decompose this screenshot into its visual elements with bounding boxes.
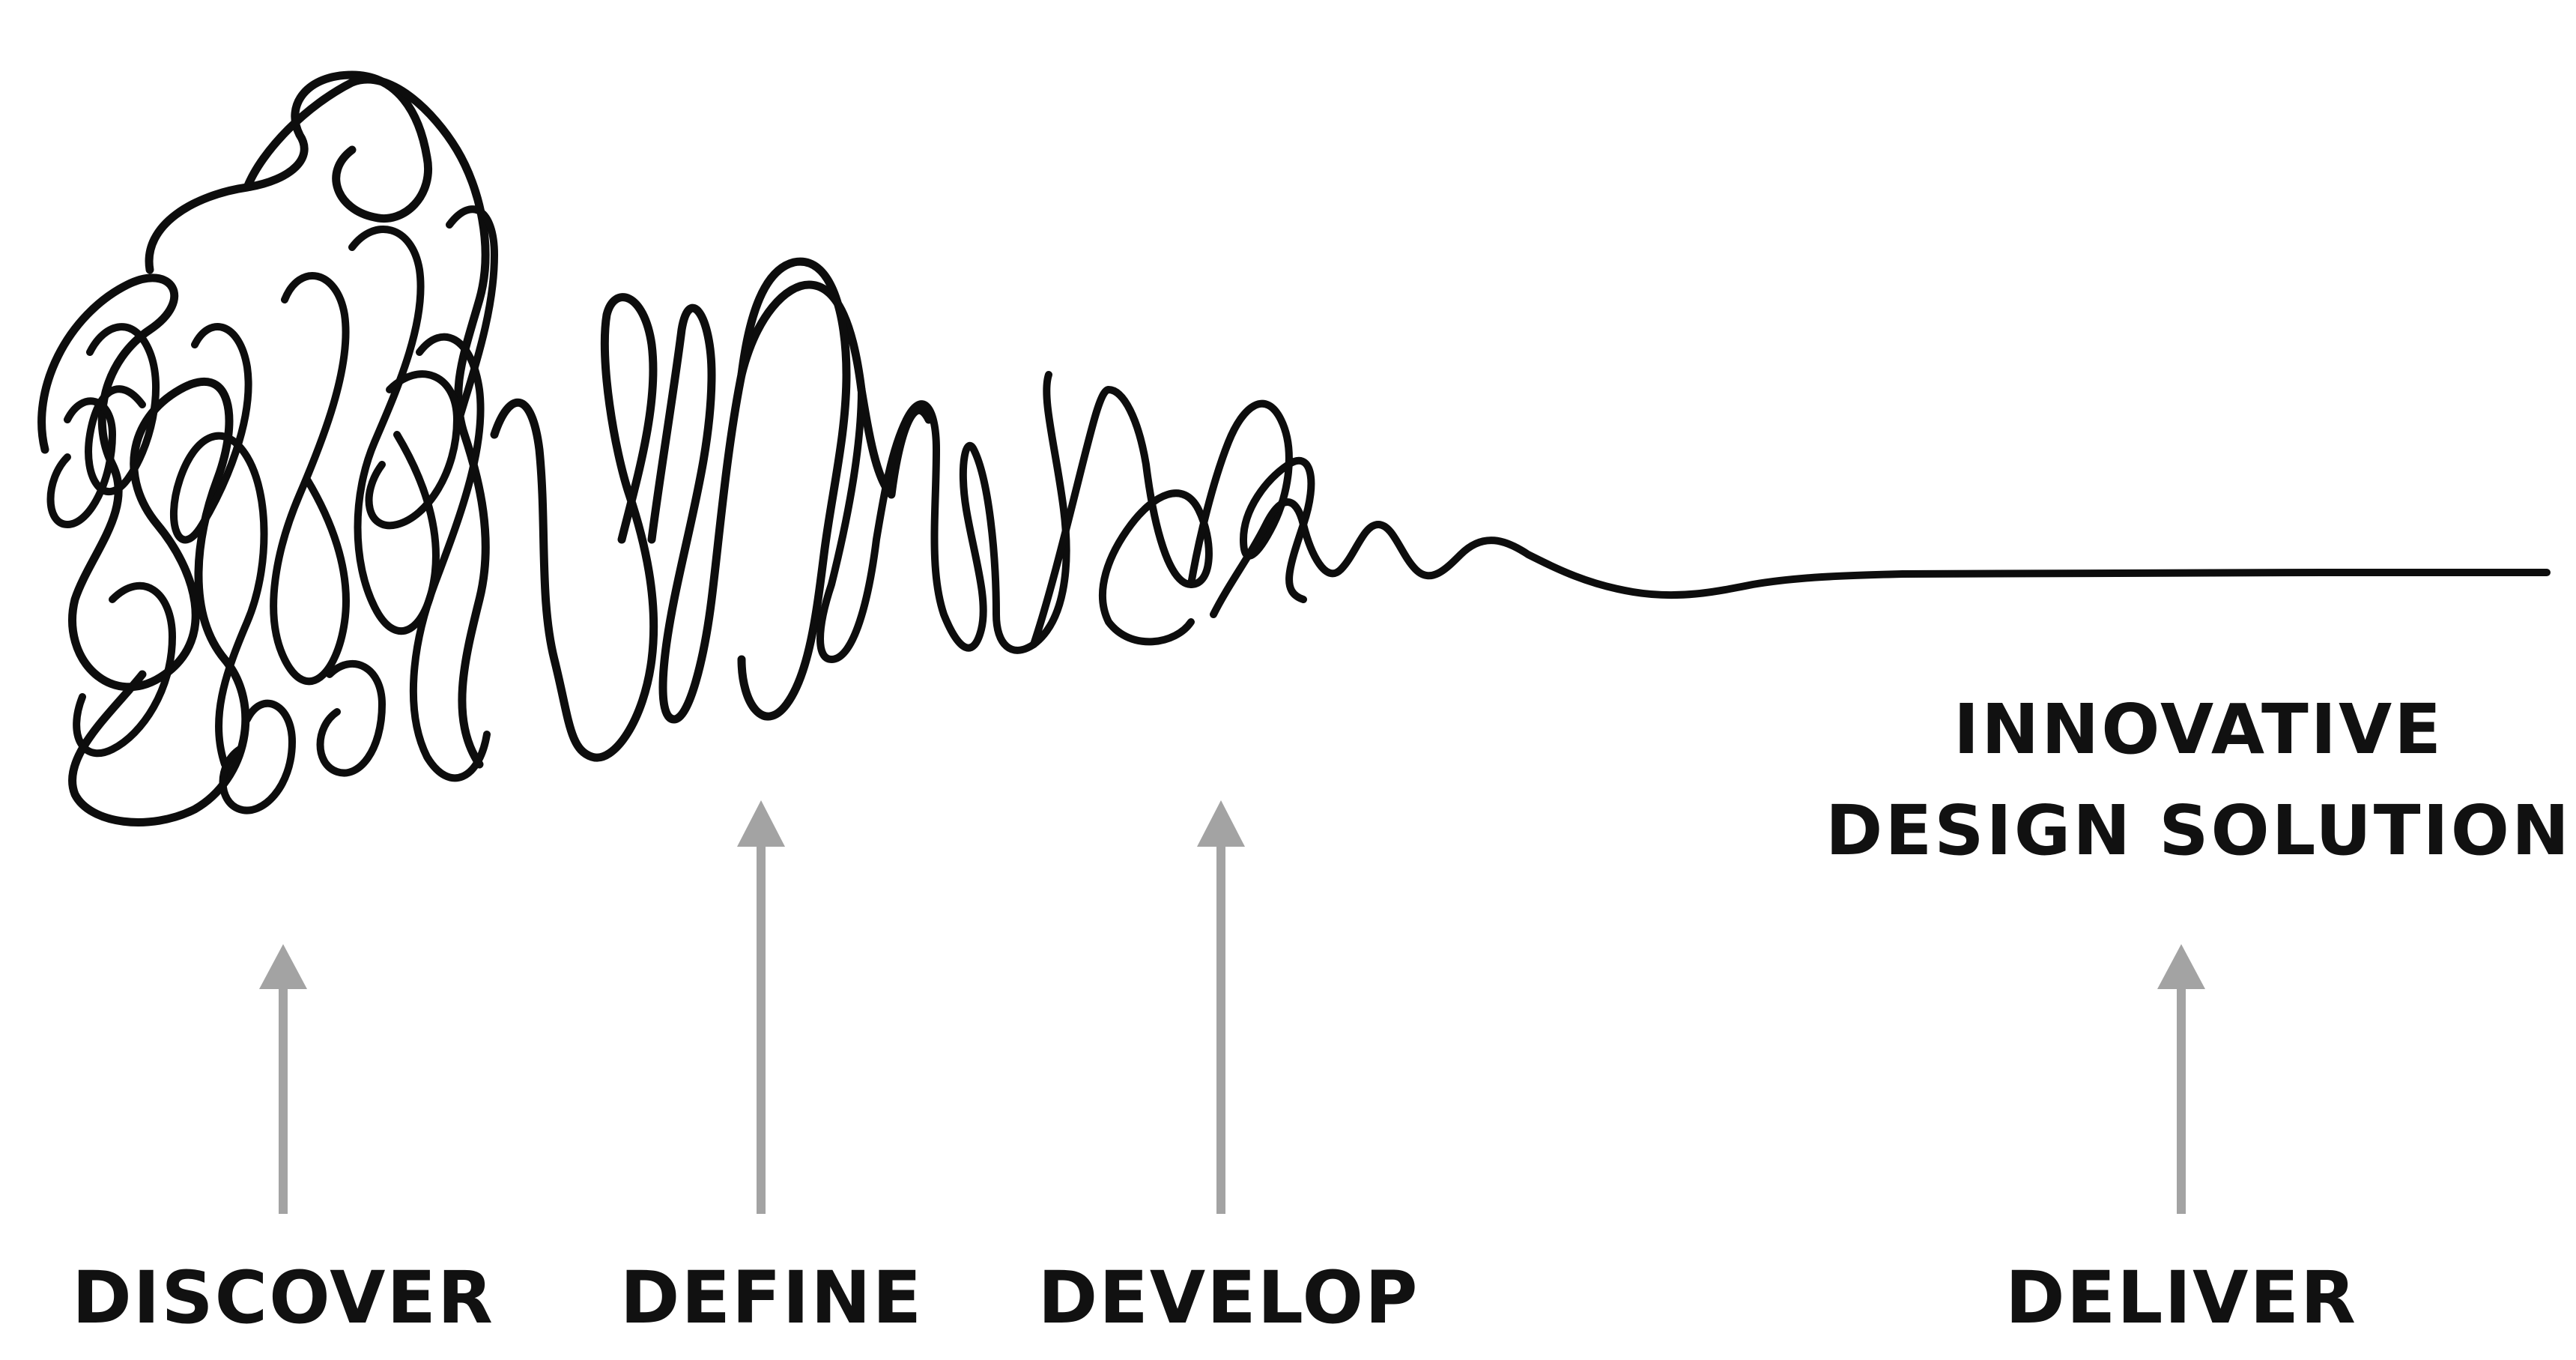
scribble-develop [816,371,1315,663]
outcome-line-1: INNOVATIVE [1954,689,2443,770]
arrow-deliver [2157,944,2205,1214]
scribble-tangle [37,70,498,826]
stage-label-define: DEFINE [620,1256,923,1340]
arrow-develop [1197,800,1245,1214]
scribble-deliver [1210,498,2551,618]
stage-label-deliver: DELIVER [2005,1256,2357,1340]
scribble-define [490,257,933,762]
stage-labels: DISCOVER DEFINE DEVELOP DELIVER [72,1256,2357,1340]
outcome-line-2: DESIGN SOLUTION [1825,791,2572,871]
arrow-define [737,800,785,1214]
stage-arrows [259,800,2205,1214]
arrow-discover [259,944,307,1214]
outcome-text: INNOVATIVE DESIGN SOLUTION [1825,689,2572,871]
stage-label-discover: DISCOVER [72,1256,494,1340]
stage-label-develop: DEVELOP [1038,1256,1419,1340]
